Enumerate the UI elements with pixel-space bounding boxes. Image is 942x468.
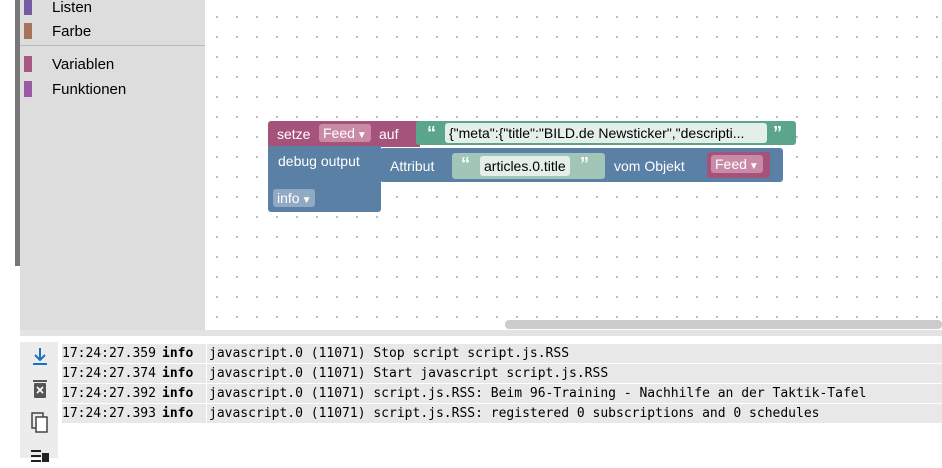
copy-icon[interactable]: [28, 412, 52, 436]
log-message: javascript.0 (11071) script.js.RSS: regi…: [206, 404, 819, 423]
log-row: 17:24:27.392 info javascript.0 (11071) s…: [62, 384, 942, 404]
dropdown-arrow-icon: ▼: [748, 161, 759, 172]
category-color-bar: [24, 0, 32, 15]
log-time: 17:24:27.359: [62, 346, 156, 361]
category-listen[interactable]: Listen: [20, 0, 92, 19]
attribute-block[interactable]: Attribut “ articles.0.title ” vom Objekt…: [380, 148, 783, 182]
variable-dropdown[interactable]: Feed▼: [711, 155, 763, 173]
category-variablen[interactable]: Variablen: [20, 52, 114, 76]
category-color-bar: [24, 81, 32, 97]
log-row: 17:24:27.393 info javascript.0 (11071) s…: [62, 404, 942, 424]
log-toolbar: [20, 342, 58, 462]
log-level: info: [162, 346, 194, 361]
quote-close-icon: ”: [580, 154, 589, 174]
left-strip: [0, 0, 18, 452]
log-message: javascript.0 (11071) script.js.RSS: Beim…: [206, 384, 866, 403]
from-object-label: vom Objekt: [614, 158, 685, 174]
log-level: info: [162, 386, 194, 401]
log-lines: 17:24:27.359 info javascript.0 (11071) S…: [62, 344, 942, 424]
scroll-to-bottom-icon[interactable]: [28, 346, 52, 370]
log-row: 17:24:27.374 info javascript.0 (11071) S…: [62, 364, 942, 384]
variable-name: Feed: [715, 156, 747, 172]
variable-name: Feed: [323, 125, 355, 141]
filter-icon[interactable]: [28, 444, 52, 468]
log-row: 17:24:27.359 info javascript.0 (11071) S…: [62, 344, 942, 364]
workspace-horizontal-scrollbar[interactable]: [505, 320, 942, 329]
variable-dropdown[interactable]: Feed▼: [319, 124, 371, 142]
quote-open-icon: “: [461, 154, 470, 174]
variable-get-block[interactable]: Feed▼: [707, 152, 770, 178]
attribute-text-block[interactable]: “ articles.0.title ”: [452, 153, 605, 179]
debug-label: debug output: [278, 153, 360, 169]
attribute-label: Attribut: [390, 158, 435, 174]
category-farbe[interactable]: Farbe: [20, 19, 91, 43]
log-level-value: info: [277, 190, 300, 206]
attribute-text-field[interactable]: articles.0.title: [480, 156, 570, 176]
log-message: javascript.0 (11071) Start javascript sc…: [206, 364, 608, 383]
log-level: info: [162, 366, 194, 381]
category-color-bar: [24, 23, 32, 39]
log-panel: 17:24:27.359 info javascript.0 (11071) S…: [20, 330, 942, 462]
text-block[interactable]: “ {"meta":{"title":"BILD.de Newsticker",…: [416, 121, 796, 145]
category-label: Farbe: [52, 22, 92, 40]
quote-open-icon: “: [427, 123, 436, 143]
set-variable-block[interactable]: setze Feed▼ auf: [268, 121, 420, 147]
text-field[interactable]: {"meta":{"title":"BILD.de Newsticker","d…: [445, 123, 767, 143]
to-label: auf: [379, 126, 399, 142]
log-level-dropdown[interactable]: info▼: [273, 189, 316, 207]
log-time: 17:24:27.374: [62, 366, 156, 381]
clear-log-icon[interactable]: [28, 379, 52, 403]
category-label: Listen: [52, 0, 93, 16]
dropdown-arrow-icon: ▼: [301, 195, 312, 206]
blockly-toolbox: Listen Farbe Variablen Funktionen: [20, 0, 205, 330]
log-time: 17:24:27.392: [62, 386, 156, 401]
category-label: Variablen: [52, 55, 115, 73]
set-label: setze: [277, 126, 311, 142]
dropdown-arrow-icon: ▼: [356, 130, 367, 141]
log-time: 17:24:27.393: [62, 406, 156, 421]
category-color-bar: [24, 56, 32, 72]
category-label: Funktionen: [52, 80, 127, 98]
log-message: javascript.0 (11071) Stop script script.…: [206, 344, 569, 363]
quote-close-icon: ”: [773, 123, 782, 143]
toolbox-scrollbar[interactable]: [15, 0, 20, 266]
toolbox-separator: [20, 45, 205, 46]
category-funktionen[interactable]: Funktionen: [20, 77, 126, 101]
log-level: info: [162, 406, 194, 421]
